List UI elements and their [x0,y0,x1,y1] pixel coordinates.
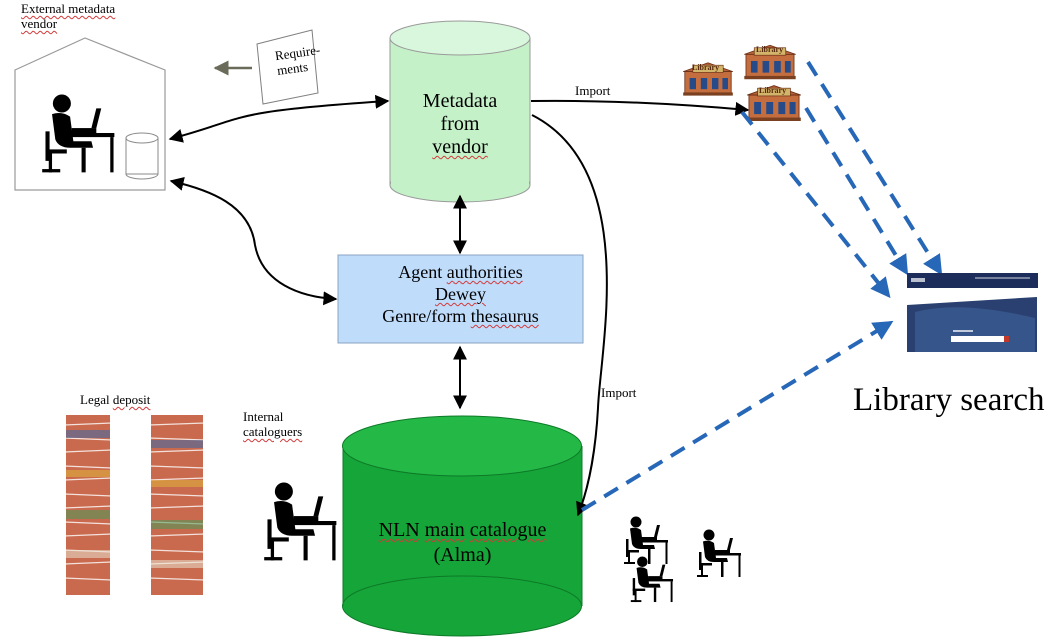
dashed-arrow [580,320,894,512]
metadata-database-icon [389,20,531,203]
person-at-desk-icon [697,529,741,577]
vendor-metadata-arrow [168,94,390,143]
library-search-thumbnail-icon [907,273,1038,352]
library-sign-label: Library [759,86,787,95]
internal-cataloguer-person-icon [264,482,337,561]
import-main-catalogue-arrow [531,114,608,517]
requirements-label: Require- ments [274,41,322,78]
dashed-arrow [806,60,943,276]
authorities-box [337,254,584,344]
vendor-authorities-arrow [169,177,338,306]
dashed-arrow [804,106,909,276]
book-stack-icon [63,415,113,595]
vendor-title: External metadata vendor [21,1,116,31]
person-at-desk-icon [624,516,668,564]
vendor-database-icon [125,132,159,180]
import-top-label: Import [575,83,611,98]
metadata-database-label: Metadata from vendor [422,90,498,158]
authorities-label: Agent authorities Dewey Genre/form thesa… [382,262,539,326]
main-catalogue-label: NLN main catalogue (Alma) [378,519,547,566]
dashed-arrow [740,110,891,299]
library-sign-label: Library [692,63,720,72]
internal-cataloguers-label: Internal cataloguers [243,409,303,439]
legal-deposit-label: Legal deposit [80,392,151,407]
library-search-label: Library search [853,382,1045,418]
import-libraries-arrow [530,99,750,116]
book-stack-icon [148,415,206,595]
requirements-document-icon [256,29,319,105]
main-catalogue-database-icon [342,415,583,637]
import-side-label: Import [601,385,637,400]
library-sign-label: Library [756,45,784,54]
